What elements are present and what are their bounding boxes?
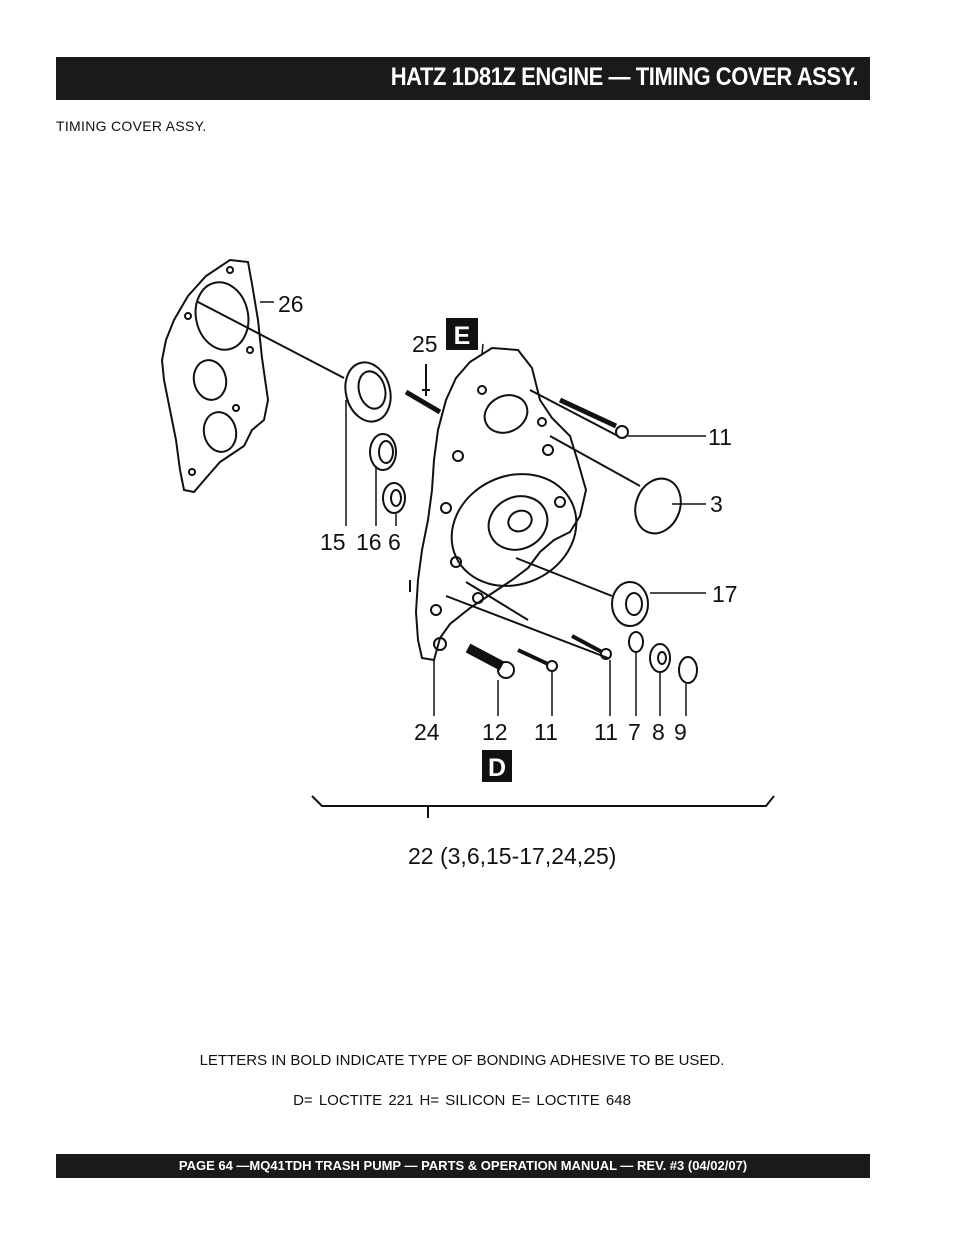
adhesive-code-box-d — [482, 750, 512, 782]
callout-16: 16 — [356, 529, 382, 555]
callout-11-right: 11 — [594, 719, 618, 745]
callout-26: 26 — [278, 291, 304, 317]
callout-25: 25 — [412, 331, 438, 357]
callout-6: 6 — [388, 529, 401, 555]
callout-e: E — [454, 322, 471, 350]
adhesive-note: LETTERS IN BOLD INDICATE TYPE OF BONDING… — [199, 1052, 725, 1069]
callout-17: 17 — [712, 581, 738, 607]
callout-d: D — [488, 754, 506, 782]
callout-15: 15 — [320, 529, 346, 555]
gasket-part — [160, 258, 270, 494]
callout-8: 8 — [652, 719, 665, 745]
callout-11-mid: 11 — [534, 719, 558, 745]
callout-12: 12 — [482, 719, 508, 745]
callout-11-top: 11 — [708, 424, 732, 450]
adhesive-legend: D= LOCTITE 221 H= SILICON E= LOCTITE 648 — [293, 1092, 631, 1109]
page-footer-bar: PAGE 64 —MQ41TDH TRASH PUMP — PARTS & OP… — [56, 1154, 870, 1178]
timing-cover-exploded-diagram: 26 25 E 11 3 17 15 16 6 24 12 11 11 7 8 … — [160, 258, 775, 869]
page-footer: PAGE 64 —MQ41TDH TRASH PUMP — PARTS & OP… — [178, 1158, 748, 1173]
callout-9: 9 — [674, 719, 687, 745]
section-subtitle: TIMING COVER ASSY. — [56, 118, 207, 134]
callout-7: 7 — [628, 719, 641, 745]
assembly-label: 22 (3,6,15-17,24,25) — [408, 843, 616, 869]
callout-24: 24 — [414, 719, 440, 745]
page-title: HATZ 1D81Z ENGINE — TIMING COVER ASSY. — [390, 63, 859, 91]
callout-3: 3 — [710, 491, 723, 517]
page-header-bar: HATZ 1D81Z ENGINE — TIMING COVER ASSY. — [56, 57, 870, 100]
assembly-bracket — [311, 795, 775, 807]
adhesive-code-box-e — [446, 318, 478, 350]
